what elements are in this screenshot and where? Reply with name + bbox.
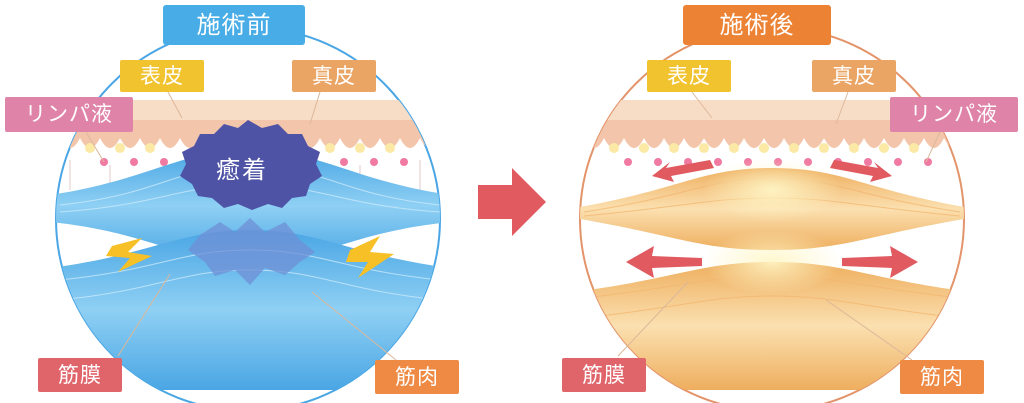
after-title: 施術後 [683, 5, 831, 45]
after-panel [579, 26, 965, 403]
before-dermis-label: 真皮 [292, 60, 376, 92]
after-lymph-label: リンパ液 [890, 97, 1018, 132]
before-fascia-label: 筋膜 [38, 358, 122, 392]
before-pain-icons [106, 236, 394, 278]
before-epidermis-layer [56, 100, 440, 120]
after-dermis-label: 真皮 [812, 60, 896, 92]
before-epidermis-label: 表皮 [120, 60, 204, 92]
adhesion-label: 癒着 [216, 156, 268, 184]
adhesion-blob [180, 120, 322, 210]
right-arrow-icon [478, 168, 546, 236]
after-lower-muscle [580, 262, 964, 390]
after-muscle-label: 筋肉 [900, 360, 984, 394]
before-adhesion-band [188, 218, 315, 285]
before-lower-muscle [56, 230, 440, 390]
after-epidermis-label: 表皮 [647, 60, 731, 92]
before-title: 施術前 [163, 5, 305, 45]
before-panel [55, 26, 441, 403]
after-fascia-label: 筋膜 [562, 358, 646, 392]
before-lymph-dots [100, 158, 408, 166]
before-lymph-label: リンパ液 [5, 97, 133, 132]
before-follicles [85, 143, 395, 153]
before-muscle-label: 筋肉 [375, 360, 459, 394]
after-release-arrows [626, 160, 918, 278]
